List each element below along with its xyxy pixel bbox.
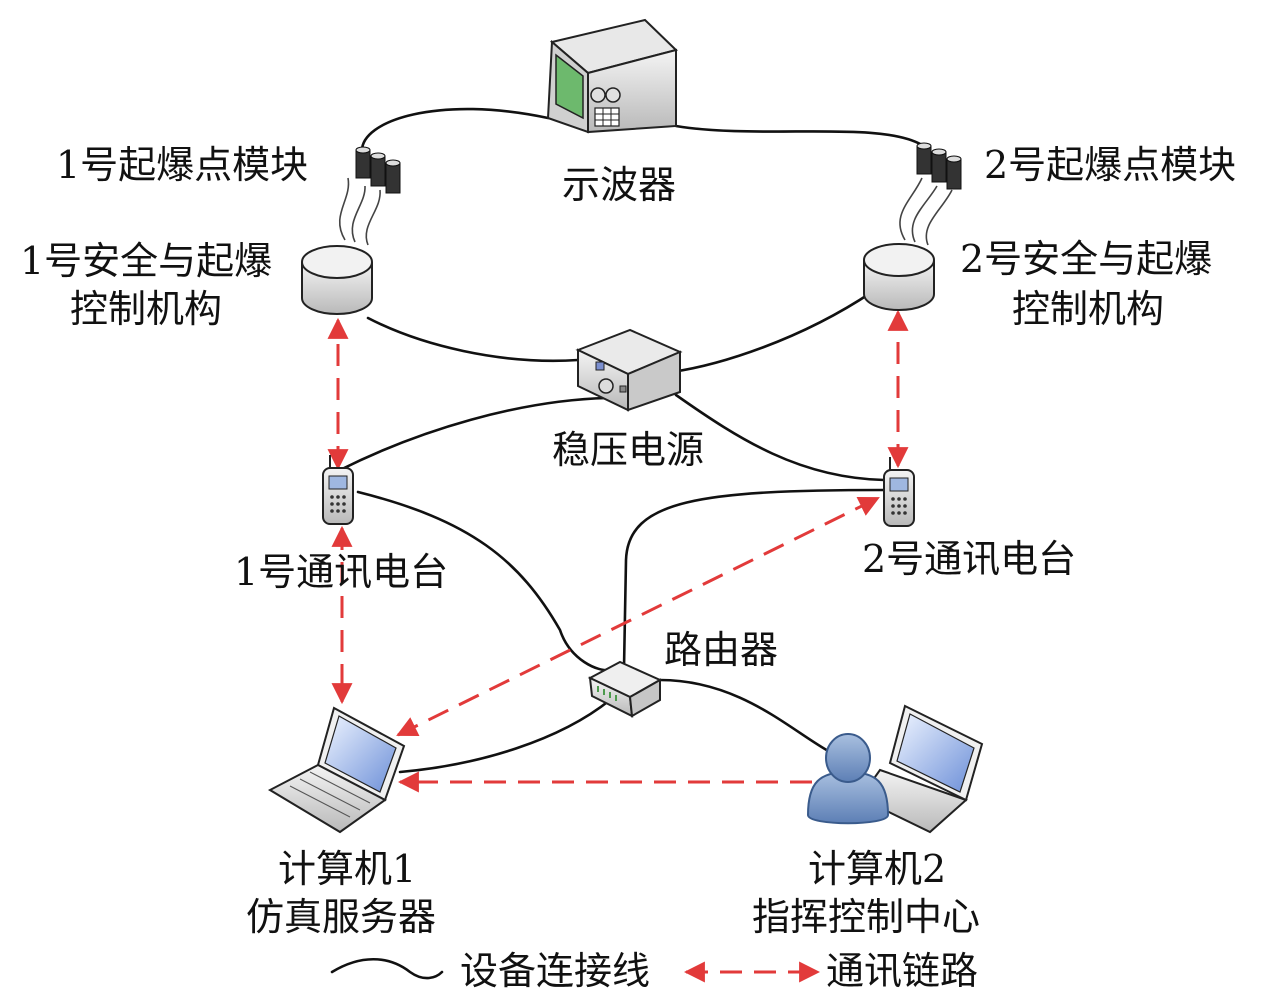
label-module-1: 1号起爆点模块 (56, 143, 308, 187)
labels: 示波器 1号起爆点模块 2号起爆点模块 1号安全与起爆 控制机构 2号安全与起爆… (20, 143, 1236, 939)
label-computer-2-line2: 指挥控制中心 (752, 895, 980, 939)
label-module-2: 2号起爆点模块 (984, 143, 1236, 187)
legend-device-link-label: 设备连接线 (460, 949, 650, 993)
label-power: 稳压电源 (552, 428, 704, 472)
cable-power-radio2 (674, 393, 886, 482)
person-icon (806, 733, 890, 825)
radio-2-icon (883, 457, 915, 527)
legend-device-link-swatch (330, 957, 444, 980)
label-safety-2-line1: 2号安全与起爆 (960, 237, 1212, 281)
detonator-module-2-icon (899, 142, 962, 246)
label-router: 路由器 (664, 628, 778, 672)
router-icon (587, 660, 663, 718)
label-safety-2-line2: 控制机构 (1012, 287, 1164, 331)
label-safety-1-line1: 1号安全与起爆 (20, 239, 272, 283)
comm-computer1-radio2 (396, 496, 880, 737)
label-radio-2: 2号通讯电台 (862, 537, 1076, 581)
laptop-2-icon (858, 704, 984, 834)
cable-router-computer1 (398, 698, 612, 774)
detonator-module-1-icon (338, 146, 401, 246)
safety-device-1-icon (301, 245, 373, 315)
legend-comm-link-label: 通讯链路 (826, 949, 978, 993)
label-radio-1: 1号通讯电台 (234, 550, 448, 594)
label-computer-1-line1: 计算机1 (278, 847, 416, 891)
cable-safety1-power (366, 316, 580, 363)
comm-links (327, 309, 909, 793)
radio-1-icon (322, 455, 354, 525)
cable-oscilloscope-module1 (360, 107, 550, 154)
label-computer-2-line1: 计算机2 (808, 847, 946, 891)
label-oscilloscope: 示波器 (562, 163, 676, 207)
cable-power-radio1 (338, 396, 610, 472)
legend: 设备连接线 通讯链路 (330, 949, 978, 993)
oscilloscope-icon (546, 18, 678, 134)
cable-router-computer2 (658, 678, 832, 754)
cable-safety2-power (670, 290, 874, 374)
safety-device-2-icon (863, 243, 935, 311)
cable-oscilloscope-module2 (674, 124, 924, 147)
laptop-1-icon (267, 706, 406, 834)
power-supply-icon (575, 328, 683, 412)
label-computer-1-line2: 仿真服务器 (246, 895, 436, 939)
label-safety-1-line2: 控制机构 (70, 287, 222, 331)
